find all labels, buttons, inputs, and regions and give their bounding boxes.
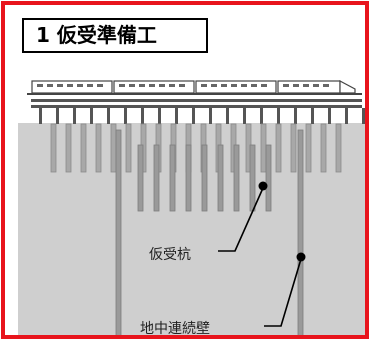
train-window [139, 84, 145, 87]
train-window [37, 84, 43, 87]
train-window [159, 84, 165, 87]
temporary-pile-label: 仮受杭 [149, 247, 191, 263]
train-window [241, 84, 247, 87]
existing-pile [125, 123, 132, 173]
viaduct-column [362, 108, 365, 124]
temporary-pile [169, 144, 176, 212]
viaduct-column [39, 108, 42, 124]
existing-pile [275, 123, 282, 173]
viaduct-column [192, 108, 195, 124]
temporary-pile [265, 144, 272, 212]
existing-pile [65, 123, 72, 173]
viaduct-column [345, 108, 348, 124]
train-window [129, 84, 135, 87]
train-nose [339, 80, 356, 94]
existing-pile [320, 123, 327, 173]
temporary-pile [153, 144, 160, 212]
existing-pile [95, 123, 102, 173]
viaduct-column [56, 108, 59, 124]
viaduct-column [141, 108, 144, 124]
viaduct-column [175, 108, 178, 124]
step-title: 1 仮受準備工 [22, 18, 208, 53]
train-window [179, 84, 185, 87]
diaphragm-wall-right [297, 129, 304, 335]
diaphragm-wall-leader [264, 258, 302, 327]
temporary-pile-leader [218, 187, 264, 252]
train-window [169, 84, 175, 87]
temporary-pile [185, 144, 192, 212]
viaduct-column [311, 108, 314, 124]
viaduct-column [328, 108, 331, 124]
viaduct-column [243, 108, 246, 124]
temporary-pile [201, 144, 208, 212]
diaphragm-wall-left [115, 129, 122, 335]
train-window [283, 84, 289, 87]
viaduct-column [73, 108, 76, 124]
viaduct-deck-top [31, 99, 362, 102]
train-window [47, 84, 53, 87]
existing-pile [290, 123, 297, 173]
temporary-pile [137, 144, 144, 212]
existing-pile [260, 123, 267, 173]
viaduct-column [226, 108, 229, 124]
existing-pile [80, 123, 87, 173]
temporary-pile [233, 144, 240, 212]
train-window [323, 84, 329, 87]
viaduct-column [107, 108, 110, 124]
train-window [303, 84, 309, 87]
temporary-pile-marker [258, 181, 268, 191]
viaduct-column [158, 108, 161, 124]
train-window [67, 84, 73, 87]
train-window [221, 84, 227, 87]
viaduct-column [260, 108, 263, 124]
train-window [293, 84, 299, 87]
train-window [57, 84, 63, 87]
train-window [149, 84, 155, 87]
diaphragm-wall-label: 地中連続壁 [140, 321, 210, 337]
existing-pile [110, 123, 117, 173]
existing-pile [335, 123, 342, 173]
viaduct-column [294, 108, 297, 124]
existing-pile [305, 123, 312, 173]
rail-line [27, 93, 362, 95]
viaduct-column [209, 108, 212, 124]
viaduct-deck-bottom [31, 105, 362, 108]
existing-pile [50, 123, 57, 173]
diaphragm-wall-marker [296, 252, 306, 262]
temporary-pile [249, 144, 256, 212]
train-window [77, 84, 83, 87]
train-window [211, 84, 217, 87]
train-window [97, 84, 103, 87]
construction-diagram [18, 80, 365, 335]
train-window [313, 84, 319, 87]
red-frame: 1 仮受準備工 仮受杭 地中連続壁 [1, 1, 369, 339]
viaduct-column [277, 108, 280, 124]
train-window [251, 84, 257, 87]
viaduct-column [124, 108, 127, 124]
train-window [87, 84, 93, 87]
viaduct-column [90, 108, 93, 124]
train-window [231, 84, 237, 87]
train-window [201, 84, 207, 87]
temporary-pile [217, 144, 224, 212]
train-window [119, 84, 125, 87]
train-window [261, 84, 267, 87]
